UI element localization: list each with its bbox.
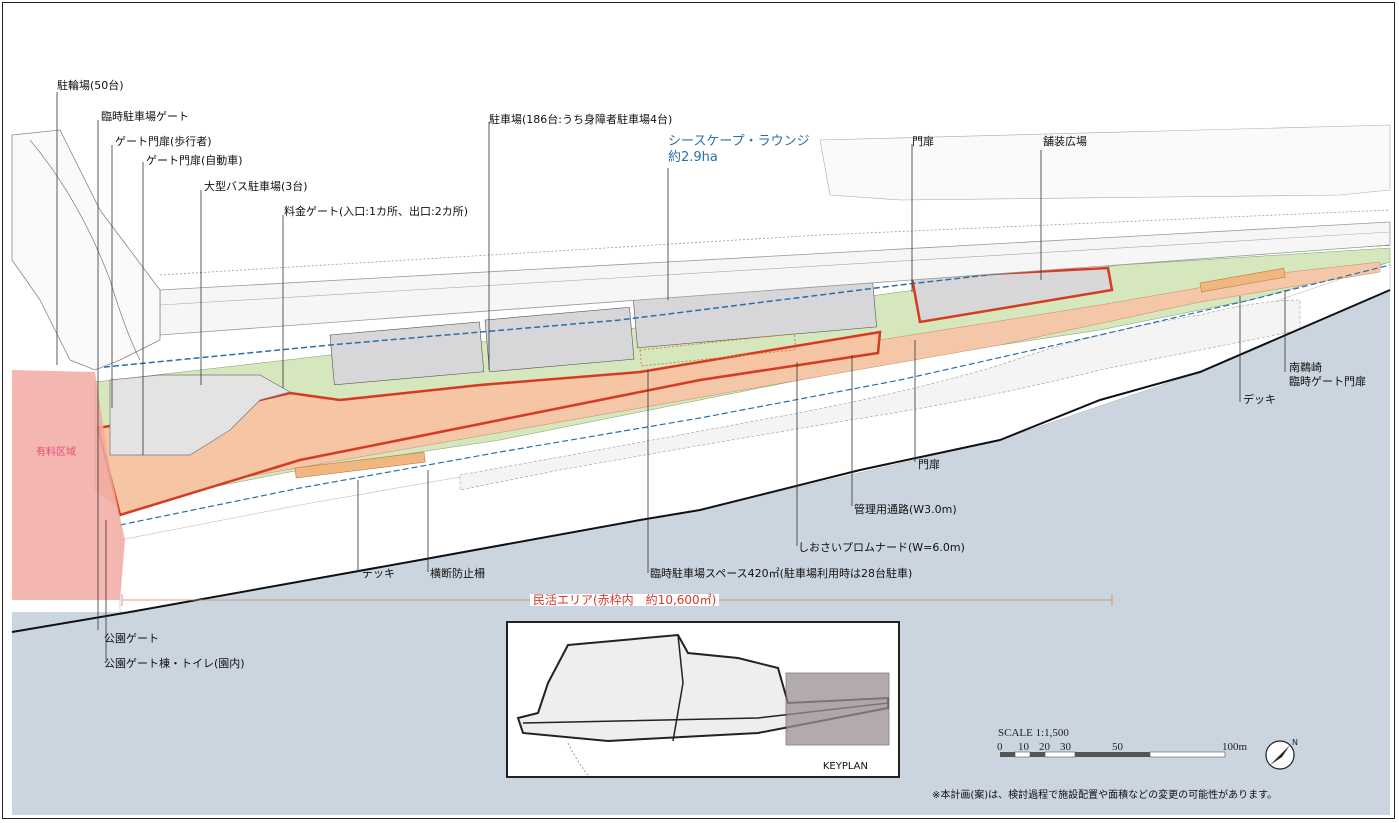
label-temp-space: 臨時駐車場スペース420㎡(駐車場利用時は28台駐車)	[650, 567, 913, 580]
private-area-fill	[98, 332, 880, 515]
label-gate-door-mid: 門扉	[918, 458, 940, 471]
rocky-shore	[459, 299, 1301, 491]
bus-parking-area	[109, 374, 291, 456]
label-paid-zone: 有料区域	[36, 447, 76, 458]
road-line	[159, 231, 1391, 306]
label-toll-gate: 料金ゲート(入口:1カ所、出口:2カ所)	[284, 205, 468, 218]
keyplan-title: KEYPLAN	[822, 761, 868, 772]
label-minami-gate-2: 臨時ゲート門扉	[1289, 375, 1366, 388]
paid-zone-area	[12, 370, 125, 600]
parking-lot-2	[484, 307, 635, 373]
upper-buildings	[819, 124, 1391, 201]
label-fence: 横断防止柵	[430, 567, 485, 580]
label-mgmt-road: 管理用通路(W3.0m)	[854, 503, 957, 516]
label-temp-parking-gate: 臨時駐車場ゲート	[101, 110, 189, 123]
scale-tick: 100m	[1222, 741, 1248, 753]
private-area-outline	[96, 330, 882, 517]
parking-lot-1	[329, 321, 485, 386]
scale-tick: 0	[997, 741, 1003, 753]
label-parking: 駐車場(186台:うち身障者駐車場4台)	[489, 113, 673, 126]
label-bicycle-parking: 駐輪場(50台)	[57, 79, 124, 92]
paved-plaza-outline	[910, 266, 1114, 324]
keyplan-map	[516, 633, 890, 776]
label-bus-parking: 大型バス駐車場(3台)	[204, 180, 308, 193]
scale-tick: 50	[1112, 741, 1123, 753]
scale-tick: 20	[1039, 741, 1050, 753]
label-private-area: 民活エリア(赤枠内 約10,600㎡)	[530, 594, 720, 606]
label-gate-vehicle: ゲート門扉(自動車)	[146, 154, 243, 167]
label-minami-gate-1: 南鵜崎	[1289, 361, 1322, 374]
left-road-curve	[29, 139, 141, 361]
shoreline	[11, 289, 1391, 633]
disclaimer-note: ※本計画(案)は、検討過程で施設配置や面積などの変更の可能性があります。	[932, 790, 1278, 801]
upper-road	[159, 209, 1391, 276]
north-arrow-icon: N	[1265, 738, 1298, 770]
label-paved-plaza: 舗装広場	[1043, 135, 1087, 148]
label-gate-pedestrian: ゲート門扉(歩行者)	[115, 135, 212, 148]
scale-tick: 10	[1018, 741, 1029, 753]
leader-lines	[56, 92, 1286, 660]
blue-boundary-bottom	[119, 264, 1391, 526]
scale-title: SCALE 1:1,500	[998, 727, 1069, 739]
label-park-gate: 公園ゲート	[104, 632, 159, 645]
label-gate-door-top: 門扉	[912, 135, 934, 148]
label-deck-right: デッキ	[1243, 393, 1276, 406]
label-area-size: 約2.9ha	[668, 150, 718, 165]
label-promenade: しおさいプロムナード(W=6.0m)	[798, 541, 965, 554]
svg-text:N: N	[1292, 738, 1298, 747]
sea-area	[12, 290, 1390, 815]
label-park-gate-toilet: 公園ゲート棟・トイレ(園内)	[104, 657, 245, 670]
deck-strip-left	[294, 451, 426, 479]
deck-strip-right	[1199, 267, 1286, 293]
label-area-name: シースケープ・ラウンジ	[668, 134, 810, 149]
left-road	[11, 129, 161, 371]
keyplan-inset: KEYPLAN	[506, 621, 900, 778]
label-deck-left: デッキ	[362, 567, 395, 580]
scale-bar	[1000, 751, 1226, 758]
temp-parking-strip	[639, 333, 797, 367]
scale-tick: 30	[1060, 741, 1071, 753]
